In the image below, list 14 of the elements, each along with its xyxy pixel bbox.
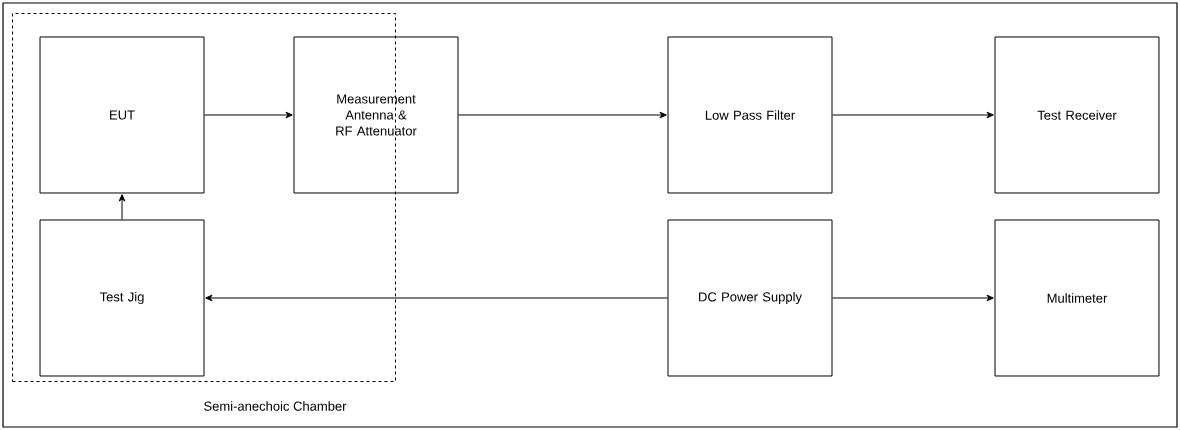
arrow: [832, 294, 994, 302]
process-box: EUT: [39, 36, 205, 194]
arrow: [458, 111, 667, 119]
process-box: Measurement Antenna & RF Attenuator: [293, 36, 459, 194]
process-box: Low Pass Filter: [667, 36, 833, 194]
process-box: Test Receiver: [994, 36, 1160, 194]
arrow: [204, 111, 293, 119]
chamber-label: Semi-anechoic Chamber: [204, 401, 347, 411]
process-box: Test Jig: [39, 219, 205, 377]
arrow: [118, 194, 126, 220]
arrow: [832, 111, 994, 119]
process-box: DC Power Supply: [667, 219, 833, 377]
process-box: Multimeter: [994, 219, 1160, 377]
arrow: [205, 294, 668, 302]
